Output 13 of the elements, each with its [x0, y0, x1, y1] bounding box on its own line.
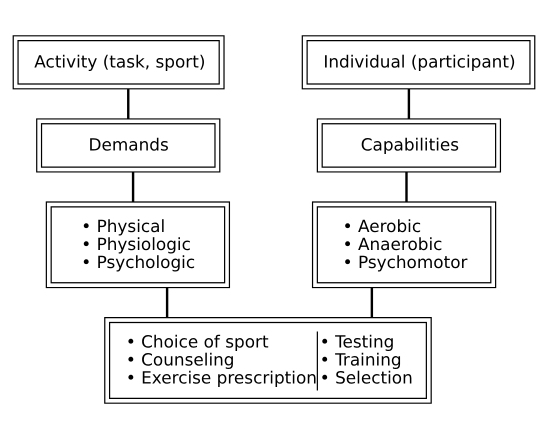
connector [408, 89, 410, 119]
node-box: Capabilities [316, 118, 502, 173]
connector [370, 288, 374, 318]
connector [127, 89, 130, 119]
node-box: • Aerobic • Anaerobic • Psychomotor [312, 201, 496, 288]
connector [166, 288, 168, 318]
connector [405, 172, 408, 202]
node-box: Individual (participant) [302, 35, 536, 90]
connector [132, 172, 134, 202]
node-box: Demands [36, 118, 220, 173]
node-box: • Physical • Physiologic • Psychologic [46, 201, 230, 288]
node-box: • Choice of sport • Counseling • Exercise prescription • Testing • Training • Selection [104, 317, 432, 404]
node-box: Activity (task, sport) [12, 35, 225, 90]
